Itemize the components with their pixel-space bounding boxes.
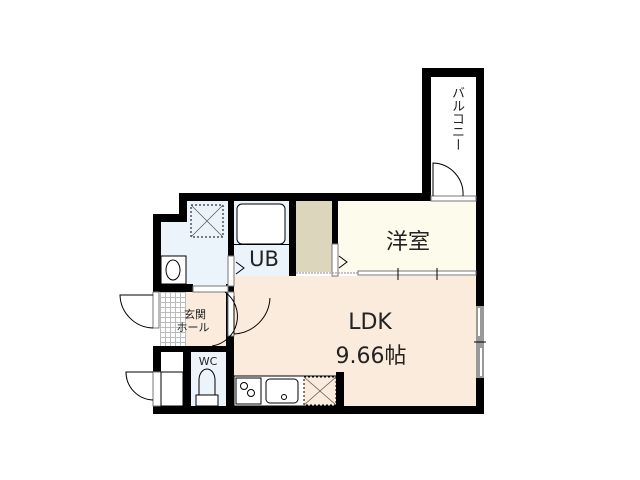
- inner-wall-hall-ldk: [226, 284, 234, 406]
- unit-bath-label: UB: [249, 247, 279, 271]
- inner-wall-washroom-ub: [228, 198, 234, 292]
- balcony-wall-left: [422, 68, 431, 201]
- inner-wall-washroom-bottom: [153, 284, 193, 292]
- outer-wall-top-washroom: [153, 214, 186, 222]
- kitchen-side-wall: [336, 372, 344, 408]
- outer-wall-notch: [179, 193, 187, 222]
- outer-wall-right: [476, 68, 484, 414]
- closet-floor: [295, 200, 333, 272]
- entrance-hall-label-line2: ホール: [176, 321, 210, 334]
- inner-wall-wc-top: [183, 346, 233, 352]
- entrance-hall-floor: [186, 292, 228, 348]
- inner-wall-closet-right: [332, 198, 338, 244]
- balcony-label: バルコニー: [449, 86, 464, 151]
- entrance-hall-label-line1: 玄関: [184, 308, 206, 321]
- toilet-label: WC: [198, 355, 218, 368]
- ldk-label: LDK: [348, 310, 392, 335]
- inner-wall-entrance: [153, 346, 191, 352]
- balcony-floor: [430, 76, 476, 196]
- washroom-floor-top: [186, 198, 232, 222]
- balcony-wall-top: [422, 68, 484, 77]
- outer-wall-left-upper: [153, 214, 161, 292]
- western-room-label: 洋室: [385, 230, 430, 255]
- ldk-area-label: 9.66帖: [335, 344, 407, 369]
- inner-wall-wc-left: [183, 346, 191, 408]
- outer-wall-top: [179, 193, 429, 201]
- western-room-floor: [338, 200, 476, 272]
- outer-wall-bottom: [153, 406, 484, 414]
- inner-wall-ub-right: [289, 198, 296, 276]
- entrance-tile-floor: [160, 292, 186, 350]
